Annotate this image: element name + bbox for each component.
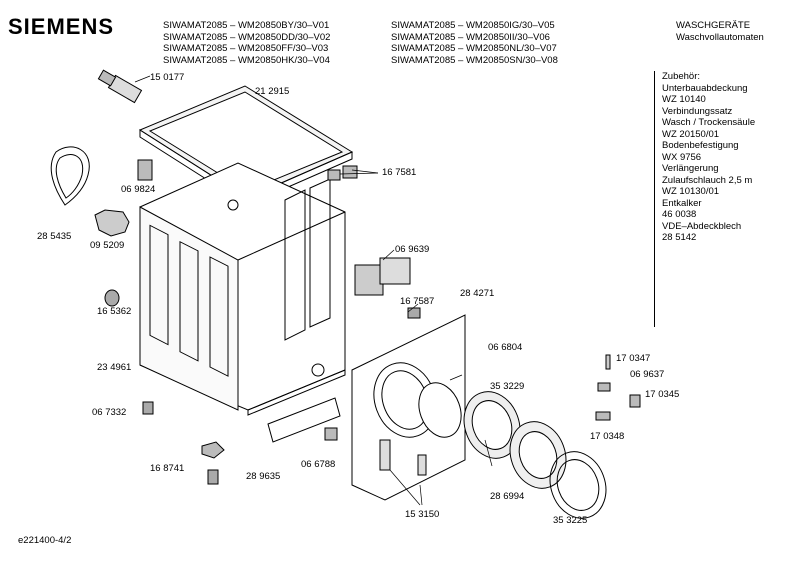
- model-list-1: SIWAMAT2085 – WM20850BY/30–V01 SIWAMAT20…: [163, 20, 330, 66]
- accessory-line: Zubehör:: [662, 71, 701, 82]
- accessory-line: Entkalker: [662, 197, 702, 209]
- part-number-label: 09 5209: [90, 240, 125, 251]
- model-line: SIWAMAT2085 – WM20850NL/30–V07: [391, 43, 557, 54]
- inlet-valve-part: [97, 69, 143, 104]
- leader-lines: [134, 75, 493, 506]
- part-number-label: 28 4271: [460, 288, 495, 299]
- plinth-part-289635: [267, 397, 341, 443]
- part-number-label: 06 9637: [630, 369, 665, 380]
- brand-logo: SIEMENS: [8, 14, 115, 39]
- accessory-line: Bodenbefestigung: [662, 140, 739, 151]
- pump-part-066788: [324, 427, 338, 441]
- cabinet-body-part: [139, 162, 346, 416]
- accessory-line: WZ 20150/01: [662, 128, 720, 140]
- model-line: SIWAMAT2085 – WM20850II/30–V06: [391, 31, 550, 43]
- door-seal-part-353229: [463, 391, 521, 459]
- accessory-line: Zulaufschlauch 2,5 m: [662, 174, 753, 186]
- switch-part-069639: [354, 257, 411, 296]
- part-number-label: 28 5435: [37, 231, 72, 242]
- accessory-line: VDE–Abdeckblech: [662, 220, 742, 232]
- part-number-label: 17 0345: [645, 389, 680, 400]
- part-number-label: 06 9824: [121, 184, 156, 195]
- part-number-label: 35 3229: [490, 381, 525, 392]
- document-code: e221400-4/2: [18, 535, 72, 546]
- category-label: WASCHGERÄTE Waschvollautomaten: [676, 20, 764, 43]
- model-line: SIWAMAT2085 – WM20850IG/30–V05: [391, 20, 555, 31]
- accessory-line: WZ 10130/01: [662, 186, 720, 197]
- part-number-label: 16 5362: [97, 306, 132, 317]
- clip-part-167581: [327, 165, 358, 181]
- accessory-line: Unterbauabdeckung: [662, 82, 748, 94]
- accessory-line: 46 0038: [662, 209, 697, 220]
- part-number-label: 16 8741: [150, 463, 185, 474]
- accessory-line: Wasch / Trockensäule: [662, 117, 756, 128]
- hose-part-285435: [50, 146, 90, 206]
- part-number-label: 15 0177: [150, 72, 185, 83]
- foot-part-067332: [142, 401, 154, 415]
- front-panel-part: [351, 314, 466, 501]
- category-line: WASCHGERÄTE: [676, 20, 751, 31]
- part-number-label: 16 7587: [400, 296, 435, 307]
- accessory-line: WX 9756: [662, 151, 702, 163]
- clip-part-069824: [137, 159, 153, 181]
- part-number-label: 21 2915: [255, 86, 290, 97]
- bracket-part-095209: [94, 209, 130, 237]
- lock-part-167587: [407, 307, 421, 319]
- part-number-label: 16 7581: [382, 167, 417, 178]
- model-line: SIWAMAT2085 – WM20850FF/30–V03: [163, 43, 329, 54]
- part-number-label: 17 0347: [616, 353, 651, 364]
- part-number-label: 06 6804: [488, 342, 523, 353]
- model-list-2: SIWAMAT2085 – WM20850IG/30–V05 SIWAMAT20…: [391, 20, 558, 66]
- part-number-label: 28 9635: [246, 471, 281, 482]
- model-line: SIWAMAT2085 – WM20850SN/30–V08: [391, 54, 558, 66]
- part-number-label: 35 3225: [553, 515, 588, 526]
- foot-part-168741: [201, 441, 225, 485]
- hinge-parts-right: [595, 354, 641, 421]
- model-line: SIWAMAT2085 – WM20850BY/30–V01: [163, 20, 330, 31]
- hinge-part-153150: [379, 439, 427, 476]
- part-number-label: 15 3150: [405, 509, 440, 520]
- part-number-label: 17 0348: [590, 431, 625, 442]
- part-number-label: 06 9639: [395, 244, 430, 255]
- screw-part-165362: [104, 289, 120, 307]
- part-number-label: 23 4961: [97, 362, 132, 373]
- accessories-panel: Zubehör: Unterbauabdeckung WZ 10140 Verb…: [654, 71, 795, 327]
- accessory-line: 28 5142: [662, 232, 697, 243]
- model-line: SIWAMAT2085 – WM20850HK/30–V04: [163, 54, 330, 66]
- model-line: SIWAMAT2085 – WM20850DD/30–V02: [163, 31, 331, 43]
- part-number-label: 06 7332: [92, 407, 127, 418]
- accessory-line: Verbindungssatz: [662, 105, 733, 117]
- part-number-label: 06 6788: [301, 459, 336, 470]
- door-glass-part-286994: [509, 421, 567, 489]
- category-line: Waschvollautomaten: [676, 31, 764, 43]
- part-number-label: 28 6994: [490, 491, 525, 502]
- door-ring-part-353225: [549, 451, 607, 519]
- accessory-line: WZ 10140: [662, 94, 706, 105]
- accessory-line: Verlängerung: [662, 163, 719, 174]
